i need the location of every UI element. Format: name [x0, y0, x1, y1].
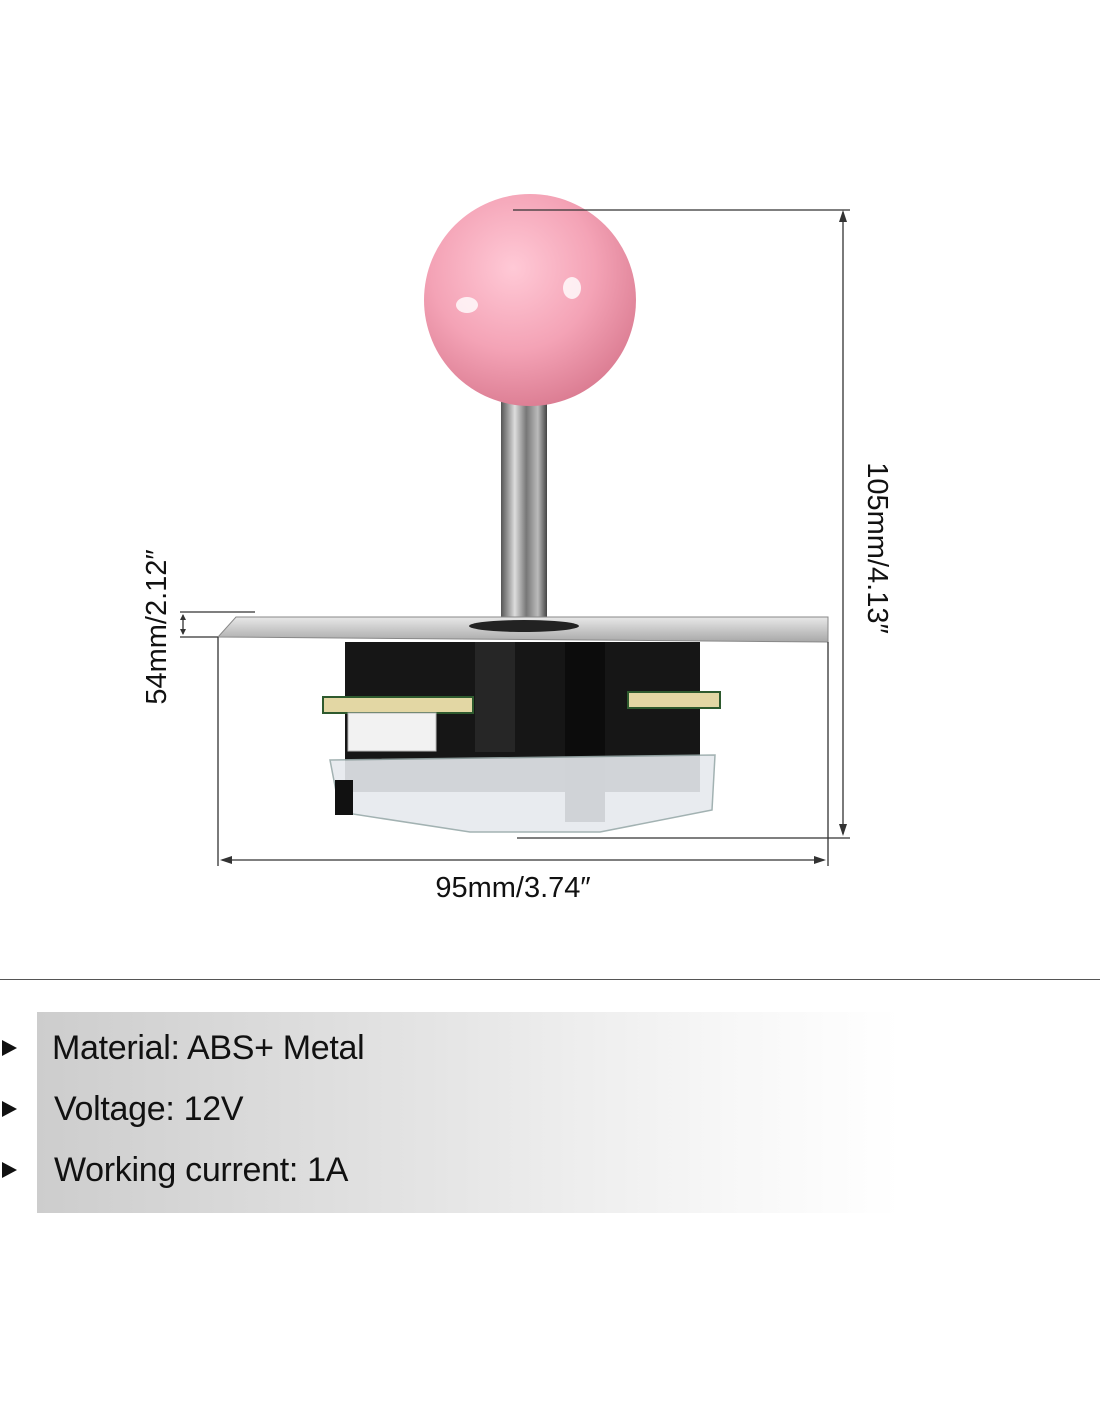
bullet-triangle-icon [2, 1162, 17, 1178]
spec-text: Working current: 1A [54, 1151, 349, 1189]
dimension-lines [180, 209, 850, 866]
shaft [501, 400, 547, 628]
height-dimension-label: 105mm/4.13″ [861, 462, 893, 633]
bullet-triangle-icon [2, 1040, 17, 1056]
connector [347, 712, 437, 752]
clear-base [329, 754, 716, 833]
spec-text: Material: ABS+ Metal [52, 1029, 365, 1067]
pcb-right [627, 691, 721, 709]
pcb-left [322, 696, 474, 714]
divider [0, 979, 1100, 980]
joystick-diagram: 95mm/3.74″ 105mm/4.13″ 54mm/2.12″ [141, 194, 893, 904]
plate-height-dimension-label: 54mm/2.12″ [141, 549, 173, 704]
specs-panel [37, 1012, 900, 1213]
width-dimension-label: 95mm/3.74″ [435, 872, 590, 904]
bullet-triangle-icon [2, 1101, 17, 1117]
ball-top [424, 194, 636, 406]
spec-text: Voltage: 12V [54, 1090, 244, 1128]
joystick-product [216, 194, 829, 833]
